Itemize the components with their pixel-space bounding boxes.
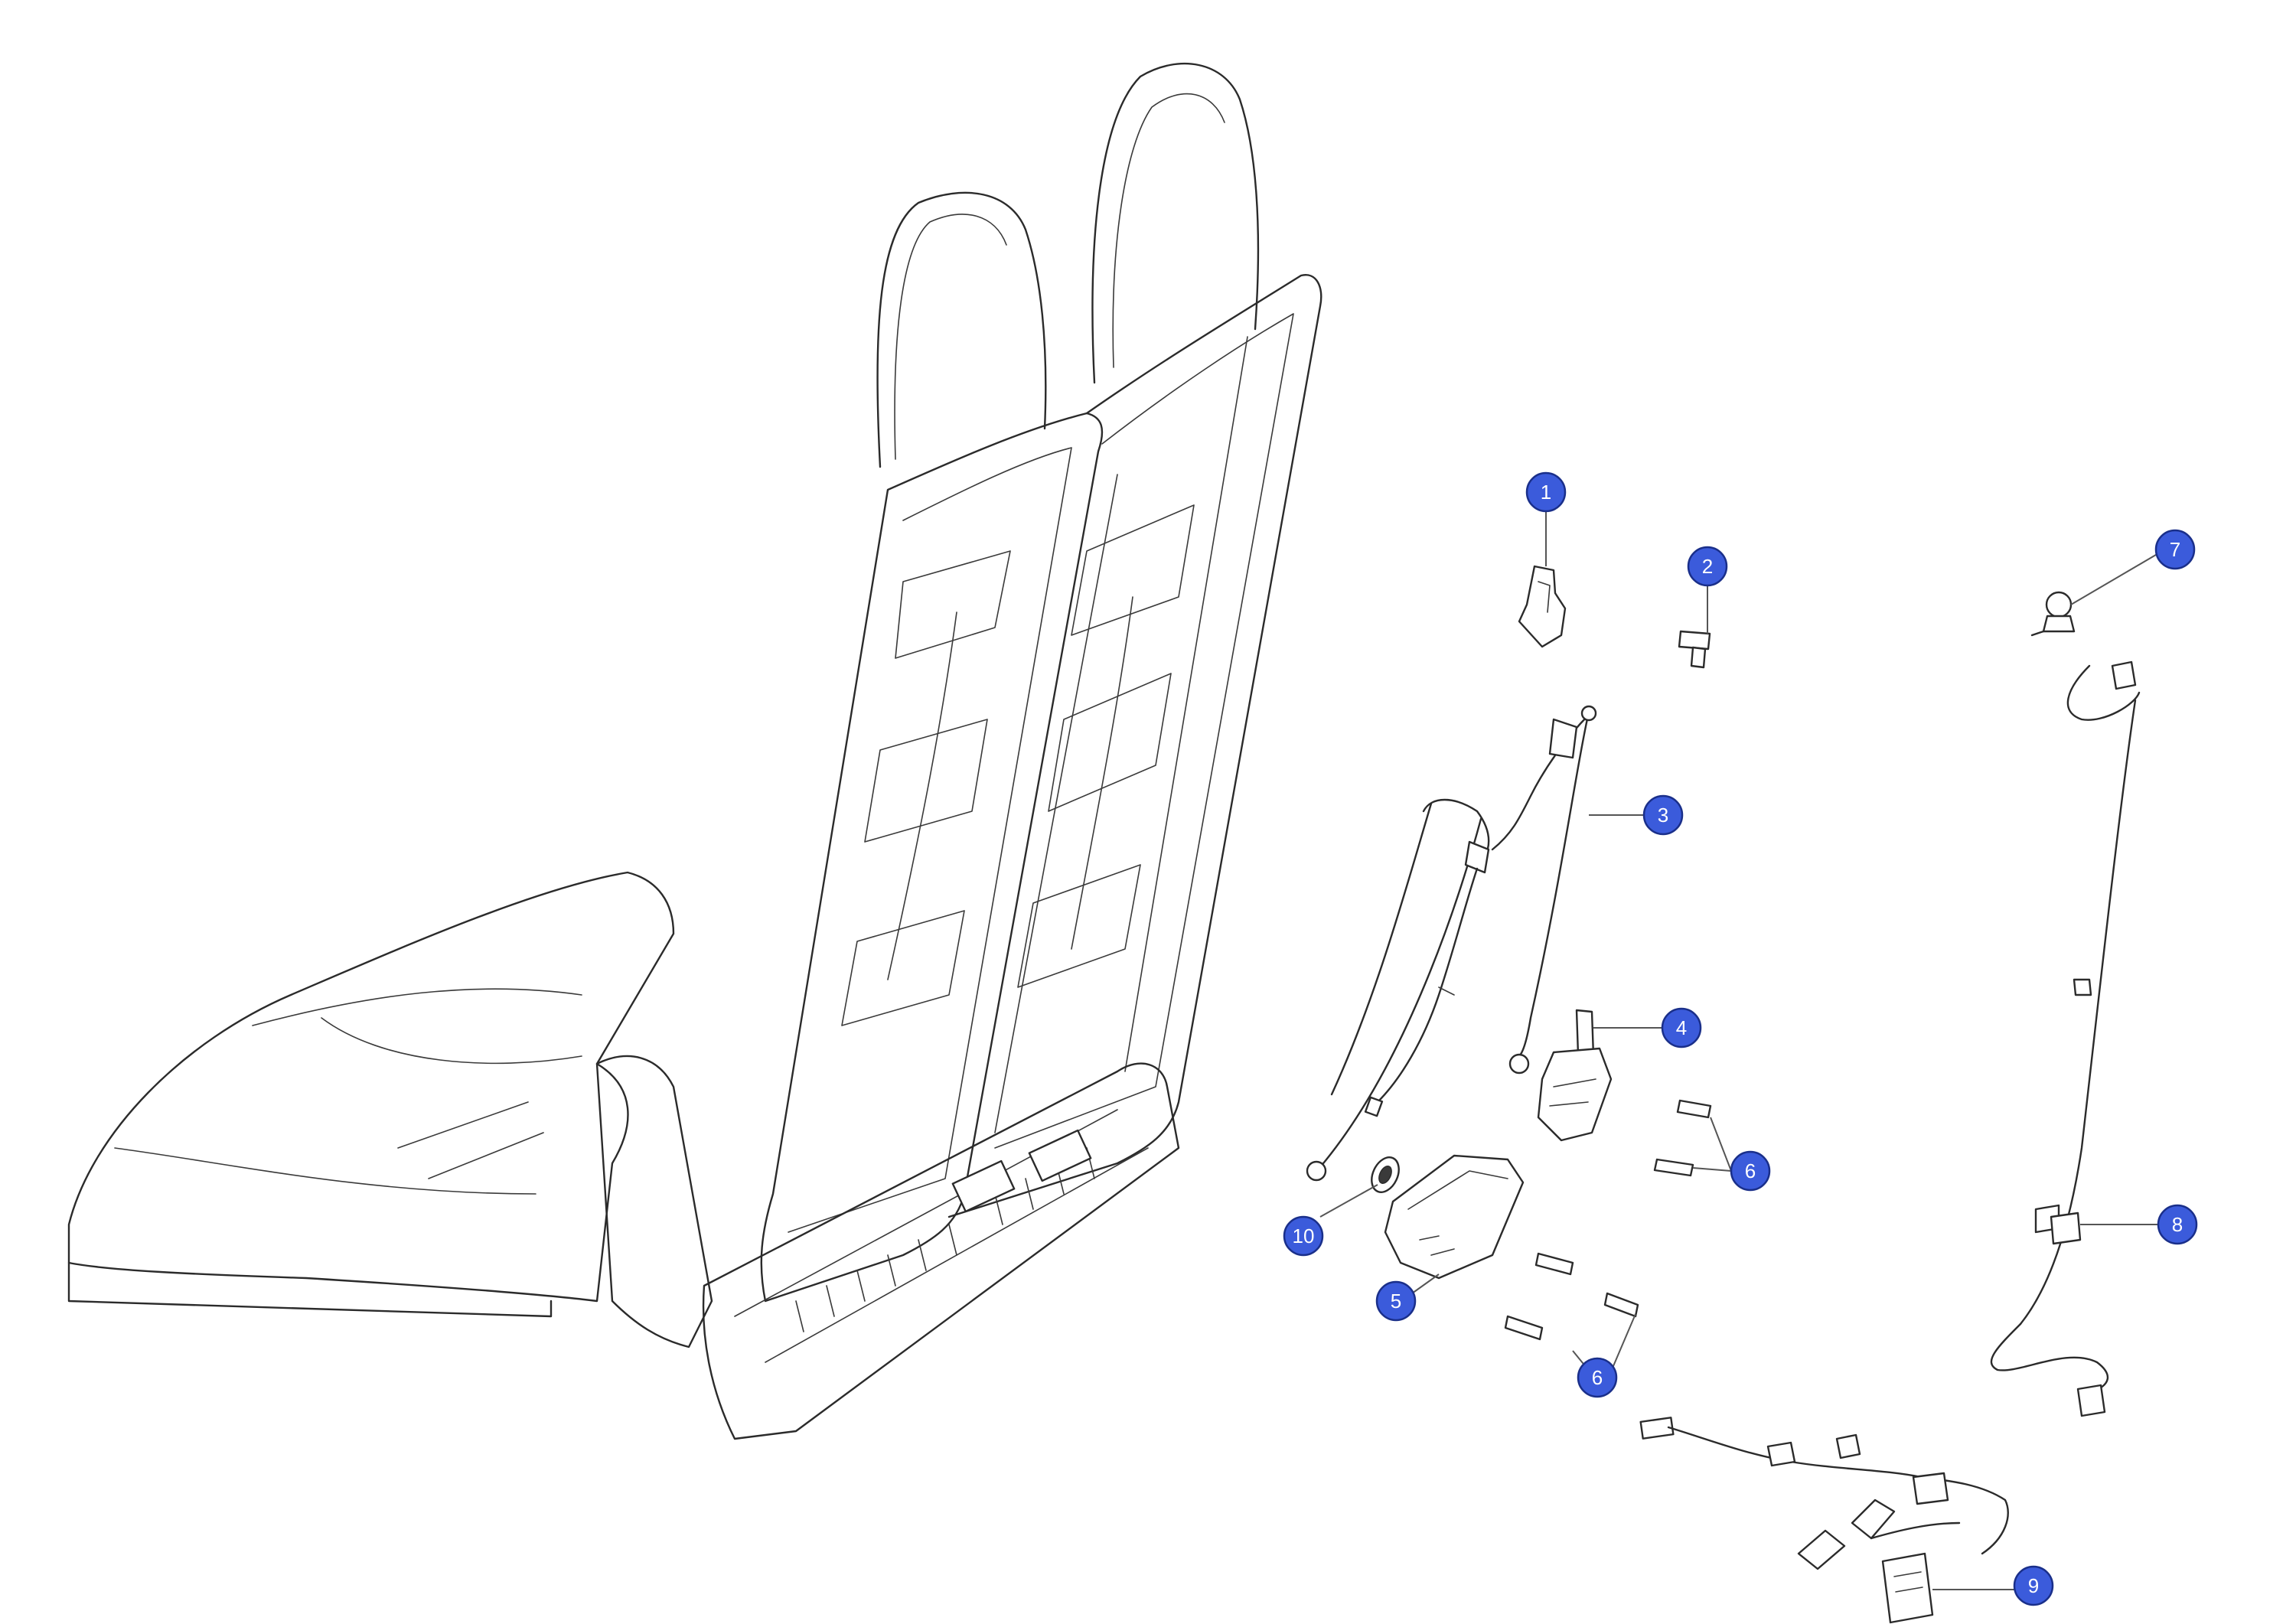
seat-assembly-drawing xyxy=(67,62,1322,1440)
headrest-front xyxy=(1091,62,1260,384)
seat-side-bolster xyxy=(595,1055,713,1348)
part-7-connector xyxy=(2030,591,2076,637)
callout-7-circle xyxy=(2154,529,2196,570)
part-6-pins xyxy=(1504,1099,1712,1341)
seat-base xyxy=(702,1062,1180,1440)
part-5-motor xyxy=(1384,1154,1525,1280)
callout-3[interactable]: 3 xyxy=(1642,794,1684,836)
callout-6a-label: 6 xyxy=(1745,1159,1756,1182)
part-3-cable-assembly xyxy=(1306,705,1597,1182)
seat-cushion xyxy=(67,871,675,1303)
headrest-rear xyxy=(876,191,1047,468)
part-8-harness xyxy=(1990,660,2141,1417)
callout-7[interactable]: 7 xyxy=(2154,529,2196,570)
callout-6b-circle xyxy=(1577,1357,1618,1398)
callout-10-circle xyxy=(1283,1215,1324,1257)
callout-2[interactable]: 2 xyxy=(1687,546,1728,587)
callout-6a-circle xyxy=(1730,1150,1771,1192)
callout-8-circle xyxy=(2157,1204,2198,1245)
callout-6b-label: 6 xyxy=(1592,1366,1603,1389)
callout-9-label: 9 xyxy=(2028,1574,2039,1597)
part-9-harness xyxy=(1639,1417,2009,1624)
callout-9-circle xyxy=(2013,1565,2054,1606)
callout-4[interactable]: 4 xyxy=(1661,1007,1702,1048)
callout-1[interactable]: 1 xyxy=(1525,471,1567,513)
callout-3-circle xyxy=(1642,794,1684,836)
callout-2-label: 2 xyxy=(1702,555,1713,578)
callout-5[interactable]: 5 xyxy=(1375,1280,1417,1322)
callout-10[interactable]: 10 xyxy=(1283,1215,1324,1257)
callout-6a[interactable]: 6 xyxy=(1730,1150,1771,1192)
leader-lines xyxy=(1319,511,2161,1590)
part-10-grommet xyxy=(1371,1156,1400,1193)
callout-4-label: 4 xyxy=(1676,1016,1687,1039)
callout-2-circle xyxy=(1687,546,1728,587)
callout-8-label: 8 xyxy=(2172,1213,2183,1236)
seatback-frame-front xyxy=(947,274,1322,1218)
callout-4-circle xyxy=(1661,1007,1702,1048)
callout-8[interactable]: 8 xyxy=(2157,1204,2198,1245)
part-4-actuator xyxy=(1537,1009,1613,1142)
callout-1-label: 1 xyxy=(1541,481,1551,504)
callout-1-circle xyxy=(1525,471,1567,513)
part-2-bolt xyxy=(1678,630,1711,669)
callout-6b[interactable]: 6 xyxy=(1577,1357,1618,1398)
seatback-frame-rear xyxy=(760,412,1104,1303)
callout-10-label: 10 xyxy=(1293,1225,1315,1247)
callout-5-circle xyxy=(1375,1280,1417,1322)
part-1-bracket xyxy=(1518,565,1567,648)
callout-5-label: 5 xyxy=(1391,1290,1401,1313)
callout-7-label: 7 xyxy=(2170,538,2180,561)
callout-9[interactable]: 9 xyxy=(2013,1565,2054,1606)
callout-3-label: 3 xyxy=(1658,804,1668,827)
